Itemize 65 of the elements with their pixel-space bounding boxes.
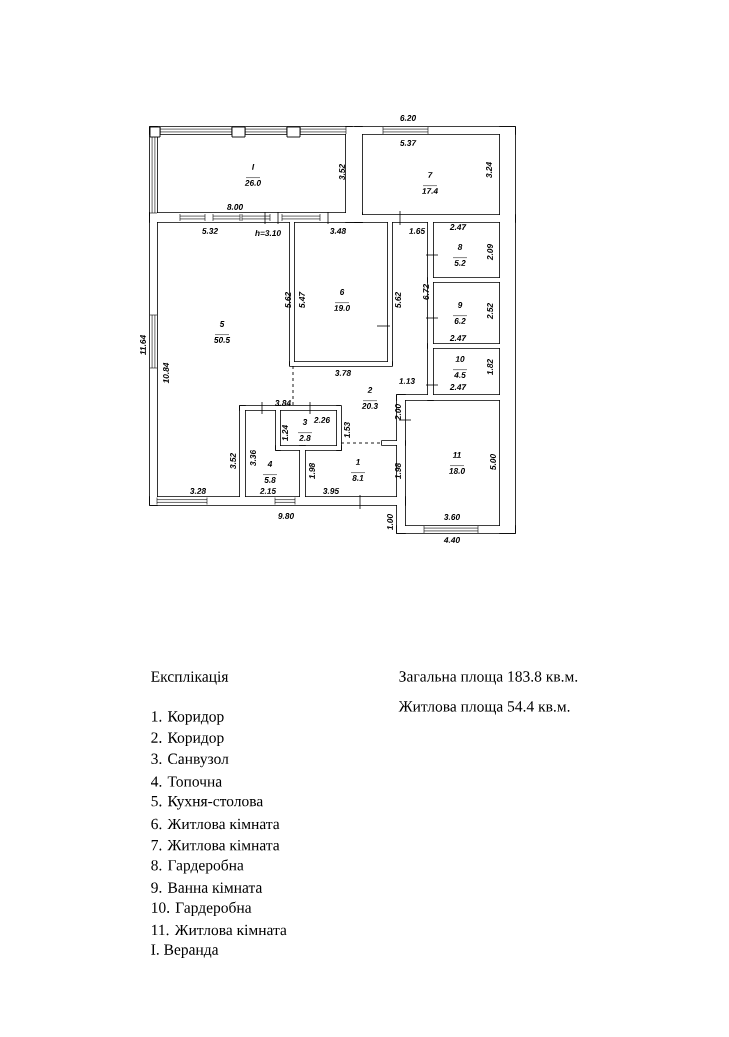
dimension-label: 5.32 — [202, 228, 218, 234]
dimension-label: 3.48 — [330, 228, 347, 234]
dimension-label: 1.98 — [309, 462, 315, 479]
explication-item: 11. Житлова кімната — [152, 924, 287, 936]
room-label: 3 2.8 — [297, 419, 313, 441]
room-label: 10 4.5 — [452, 356, 468, 378]
dimension-label: 3.84 — [275, 400, 291, 406]
dimension-label: 2.47 — [449, 335, 467, 341]
room-label: 1 8.1 — [350, 459, 366, 481]
area-summary: Загальна площа 183.8 кв.м. — [399, 671, 578, 685]
dimension-label: 3.95 — [323, 488, 340, 494]
room-label: 2 20.3 — [361, 387, 378, 409]
dimension-label: 5.37 — [400, 140, 417, 146]
dimension-label: 3.52 — [230, 453, 236, 469]
dimension-label: 2.00 — [395, 404, 401, 421]
dimension-label: 1.65 — [409, 228, 426, 234]
dimension-label: 1.98 — [395, 462, 401, 479]
explication-item: 7. Житлова кімната — [151, 840, 280, 851]
explication-item: 4. Топочна — [151, 776, 222, 787]
dimension-label: 2.52 — [487, 303, 493, 320]
dimension-label: 3.78 — [335, 370, 352, 376]
dimension-label: 2.26 — [313, 417, 331, 423]
dimension-label: 1.53 — [344, 422, 350, 438]
dimension-label: 1.24 — [282, 425, 288, 441]
dimension-label: 5.62 — [395, 292, 401, 308]
dimension-label: 3.36 — [250, 449, 256, 466]
explication-item: 9. Ванна кімната — [151, 882, 263, 893]
room-label: 8 5.2 — [452, 244, 468, 266]
room-label: 5 50.5 — [214, 321, 231, 343]
explication-heading: Експлікація — [151, 671, 229, 685]
dimension-label: 5.47 — [299, 291, 305, 308]
dimension-label: 4.40 — [443, 537, 460, 543]
explication-item: 5. Кухня-столова — [151, 796, 263, 810]
explication-item: 1. Коридор — [152, 711, 224, 725]
dimension-label: 11.64 — [140, 335, 146, 355]
room-label: 9 6.2 — [452, 302, 468, 324]
dimension-label: 1.13 — [399, 378, 415, 384]
room-label: I 26.0 — [244, 164, 261, 186]
dimension-label: 6.72 — [423, 284, 429, 300]
dimension-label: 1.82 — [487, 359, 493, 375]
dimension-label: 5.62 — [285, 292, 291, 308]
explication-item: 6. Житлова кімната — [151, 818, 280, 830]
dimension-label: 2.09 — [487, 243, 493, 261]
dimension-label: 8.00 — [227, 204, 243, 210]
dimension-label: h=3.10 — [255, 229, 281, 237]
room-label: 4 5.8 — [262, 461, 278, 483]
dimension-label: 3.60 — [444, 514, 460, 520]
dimension-label: 9.80 — [278, 513, 294, 519]
explication-item: 2. Коридор — [151, 732, 224, 746]
dimension-label: 2.47 — [449, 224, 467, 230]
dimension-label: 1.00 — [387, 514, 393, 530]
dimension-label: 3.52 — [339, 164, 345, 180]
dimension-label: 6.20 — [400, 115, 416, 121]
room-label: 6 19.0 — [334, 289, 350, 311]
explication-item: 8. Гардеробна — [151, 859, 244, 874]
dimension-label: 3.24 — [486, 162, 492, 178]
explication-item: 3. Санвузол — [151, 753, 229, 768]
explication-item: 10. Гардеробна — [152, 901, 252, 916]
explication-item: I. Веранда — [151, 944, 219, 958]
dimension-label: 5.00 — [490, 454, 496, 470]
area-summary: Житлова площа 54.4 кв.м. — [398, 701, 570, 715]
dimension-label: 3.28 — [190, 488, 207, 494]
room-label: 11 18.0 — [449, 452, 465, 474]
dimension-label: 10.84 — [163, 362, 169, 384]
room-label: 7 17.4 — [422, 172, 438, 194]
